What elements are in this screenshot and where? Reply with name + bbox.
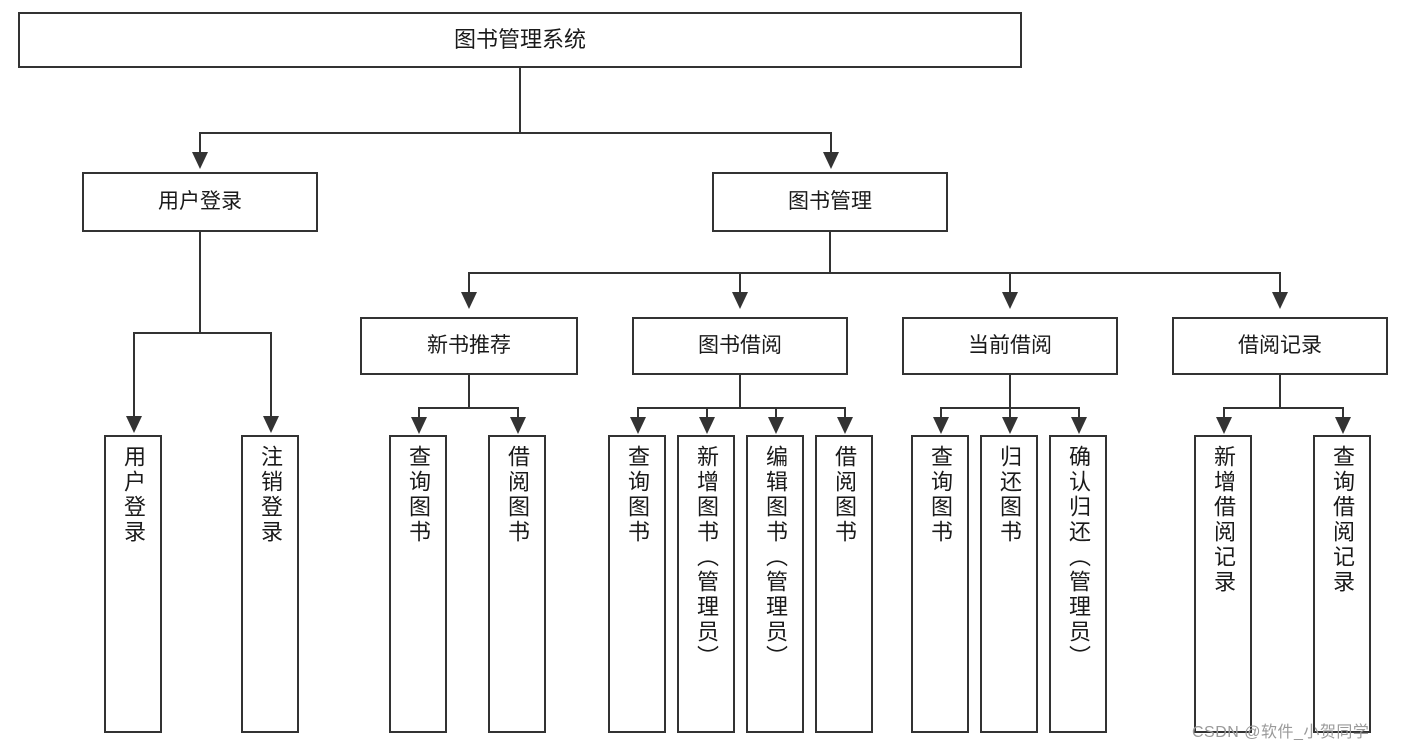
node-new-book-recommend[interactable]: 新书推荐 (360, 317, 578, 375)
leaf-new-book-recommend-1[interactable]: 借阅图书 (488, 435, 546, 733)
node-book-management[interactable]: 图书管理 (712, 172, 948, 232)
arrow-icon-bm-book-borrow (732, 292, 748, 309)
node-label: 图书管理 (788, 189, 872, 213)
connector-current-borrow-leaf-1 (1009, 407, 1011, 419)
leaf-user-login-1[interactable]: 注销登录 (241, 435, 299, 733)
connector-book-borrow-leaf-3 (844, 407, 846, 419)
node-book-borrow[interactable]: 图书借阅 (632, 317, 848, 375)
connector-book-borrow-stem (739, 375, 741, 408)
arrow-icon-root-to-book-management (823, 152, 839, 169)
leaf-book-borrow-0[interactable]: 查询图书 (608, 435, 666, 733)
node-label: 注销登录 (258, 445, 283, 545)
arrow-icon-book-borrow-leaf-2 (768, 417, 784, 434)
leaf-book-borrow-2[interactable]: 编辑图书（管理员） (746, 435, 804, 733)
arrow-icon-book-borrow-leaf-1 (699, 417, 715, 434)
node-label: 图书管理系统 (453, 27, 586, 53)
node-label: 新增图书（管理员） (694, 445, 719, 670)
arrow-icon-current-borrow-leaf-1 (1002, 417, 1018, 434)
arrow-icon-current-borrow-leaf-2 (1071, 417, 1087, 434)
connector-book-management-stem (829, 232, 831, 273)
node-label: 查询借阅记录 (1330, 445, 1355, 595)
connector-bm-to-new-book (468, 272, 470, 294)
arrow-icon-new-book-leaf-0 (411, 417, 427, 434)
arrow-icon-borrow-record-leaf-0 (1216, 417, 1232, 434)
connector-new-book-bus (418, 407, 518, 409)
connector-book-management-bus (468, 272, 1281, 274)
connector-borrow-record-stem (1279, 375, 1281, 408)
leaf-current-borrow-2[interactable]: 确认归还（管理员） (1049, 435, 1107, 733)
connector-book-borrow-leaf-0 (637, 407, 639, 419)
leaf-book-borrow-1[interactable]: 新增图书（管理员） (677, 435, 735, 733)
node-label: 用户登录 (121, 445, 146, 545)
connector-user-login-stem (199, 232, 201, 333)
connector-root-stem (519, 68, 521, 133)
leaf-user-login-0[interactable]: 用户登录 (104, 435, 162, 733)
node-label: 编辑图书（管理员） (763, 445, 788, 670)
leaf-borrow-record-1[interactable]: 查询借阅记录 (1313, 435, 1371, 733)
leaf-borrow-record-0[interactable]: 新增借阅记录 (1194, 435, 1252, 733)
arrow-icon-current-borrow-leaf-0 (933, 417, 949, 434)
arrow-icon-root-to-user-login (192, 152, 208, 169)
connector-current-borrow-stem (1009, 375, 1011, 408)
connector-user-login-to-leaf-1 (270, 332, 272, 418)
connector-current-borrow-leaf-0 (940, 407, 942, 419)
node-root-book-management-system[interactable]: 图书管理系统 (18, 12, 1022, 68)
leaf-book-borrow-3[interactable]: 借阅图书 (815, 435, 873, 733)
node-label: 借阅图书 (832, 445, 857, 545)
connector-root-to-user-login (199, 132, 201, 154)
arrow-icon-user-login-leaf-0 (126, 416, 142, 433)
connector-book-borrow-leaf-2 (775, 407, 777, 419)
arrow-icon-bm-current-borrow (1002, 292, 1018, 309)
node-label: 新增借阅记录 (1211, 445, 1236, 595)
arrow-icon-user-login-leaf-1 (263, 416, 279, 433)
node-borrow-record[interactable]: 借阅记录 (1172, 317, 1388, 375)
connector-bm-to-borrow-record (1279, 272, 1281, 294)
leaf-current-borrow-0[interactable]: 查询图书 (911, 435, 969, 733)
arrow-icon-borrow-record-leaf-1 (1335, 417, 1351, 434)
node-label: 查询图书 (928, 445, 953, 545)
node-label: 用户登录 (158, 189, 242, 213)
connector-new-book-leaf-1 (517, 407, 519, 419)
leaf-new-book-recommend-0[interactable]: 查询图书 (389, 435, 447, 733)
node-label: 借阅图书 (505, 445, 530, 545)
arrow-icon-new-book-leaf-1 (510, 417, 526, 434)
connector-borrow-record-leaf-0 (1223, 407, 1225, 419)
connector-new-book-leaf-0 (418, 407, 420, 419)
node-label: 查询图书 (625, 445, 650, 545)
node-label: 当前借阅 (968, 333, 1052, 357)
connector-root-to-book-management (830, 132, 832, 154)
connector-user-login-bus (133, 332, 272, 334)
arrow-icon-book-borrow-leaf-0 (630, 417, 646, 434)
node-label: 查询图书 (406, 445, 431, 545)
arrow-icon-book-borrow-leaf-3 (837, 417, 853, 434)
connector-borrow-record-bus (1223, 407, 1343, 409)
connector-root-bus (199, 132, 831, 134)
node-label: 图书借阅 (698, 333, 782, 357)
node-label: 确认归还（管理员） (1066, 445, 1091, 670)
watermark-text: CSDN @软件_小贺同学 (1192, 724, 1370, 741)
connector-new-book-stem (468, 375, 470, 408)
connector-book-borrow-bus (637, 407, 845, 409)
connector-bm-to-book-borrow (739, 272, 741, 294)
arrow-icon-bm-new-book (461, 292, 477, 309)
arrow-icon-bm-borrow-record (1272, 292, 1288, 309)
node-label: 借阅记录 (1238, 333, 1322, 357)
node-current-borrow[interactable]: 当前借阅 (902, 317, 1118, 375)
connector-bm-to-current-borrow (1009, 272, 1011, 294)
node-label: 新书推荐 (427, 333, 511, 357)
leaf-current-borrow-1[interactable]: 归还图书 (980, 435, 1038, 733)
connector-user-login-to-leaf-0 (133, 332, 135, 418)
connector-book-borrow-leaf-1 (706, 407, 708, 419)
connector-current-borrow-leaf-2 (1078, 407, 1080, 419)
node-user-login[interactable]: 用户登录 (82, 172, 318, 232)
connector-borrow-record-leaf-1 (1342, 407, 1344, 419)
node-label: 归还图书 (997, 445, 1022, 545)
